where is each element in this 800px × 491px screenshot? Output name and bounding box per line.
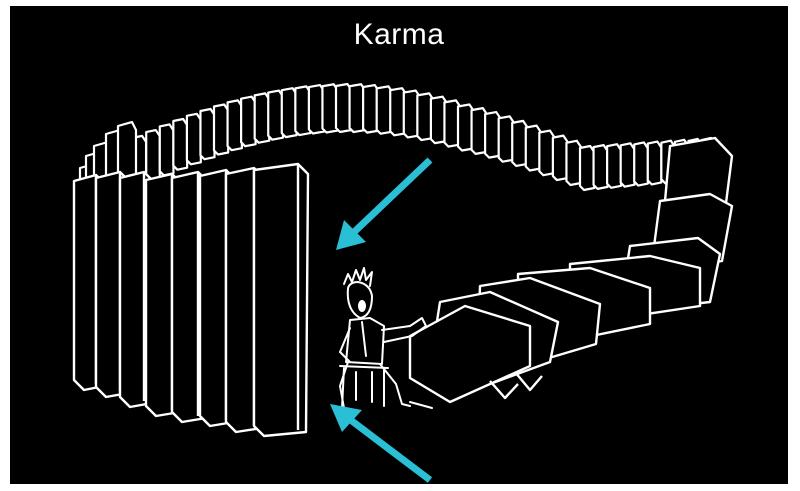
back-domino: [240, 95, 257, 148]
arrow-upper: [336, 157, 433, 250]
standing-domino: [252, 162, 310, 438]
back-domino: [253, 92, 271, 144]
back-domino: [294, 85, 312, 137]
arrow-lower: [330, 404, 433, 483]
back-domino: [633, 141, 649, 187]
back-domino: [280, 87, 298, 139]
back-domino: [646, 140, 663, 186]
slide-title: Karma: [353, 18, 445, 51]
back-domino: [185, 112, 202, 166]
back-domino: [199, 107, 216, 161]
fallen-domino: [408, 304, 532, 404]
back-domino: [592, 144, 609, 190]
back-domino: [267, 89, 285, 141]
back-domino: [551, 134, 569, 182]
front-domino-stack: [72, 162, 310, 438]
back-domino: [158, 123, 175, 177]
seated-man-figure: [333, 267, 433, 411]
back-domino: [172, 117, 189, 171]
back-domino: [565, 139, 582, 187]
domino-illustration: [72, 82, 734, 483]
back-domino: [538, 129, 556, 177]
back-domino: [212, 103, 230, 156]
back-domino: [619, 142, 636, 188]
fallen-domino-chain: [408, 136, 734, 404]
domino-legs: [489, 371, 543, 400]
back-domino: [145, 128, 161, 183]
back-domino: [578, 144, 596, 192]
back-domino: [226, 99, 243, 152]
slide: Karma: [10, 6, 788, 484]
back-domino: [606, 143, 623, 189]
